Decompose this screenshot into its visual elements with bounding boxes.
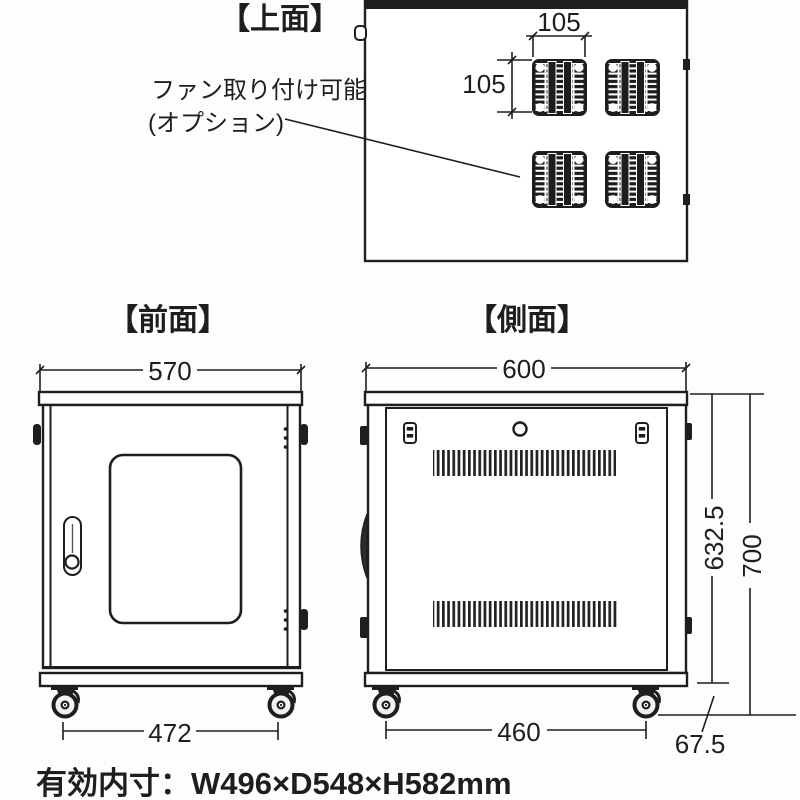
dimension-side-heights: 632.5 700 67.5	[658, 393, 796, 759]
side-clip-left	[403, 422, 417, 444]
top-view-title: 【上面】	[220, 3, 340, 36]
side-door-handle-bulge	[360, 513, 368, 579]
dimension-front-caster-span: 472	[62, 718, 279, 748]
fan-mount-grid	[604, 58, 661, 117]
front-handle-lock	[64, 554, 80, 570]
fan-note-line2: (オプション)	[148, 110, 284, 137]
dimension-fan-pitch-x: 105	[526, 7, 592, 57]
top-view-latch-mark	[683, 194, 690, 205]
top-view-outline	[363, 0, 689, 263]
vent-strip-upper	[433, 450, 616, 476]
dim-label-472: 472	[148, 718, 191, 748]
dimension-fan-pitch-y: 105	[462, 52, 532, 119]
front-door-window	[108, 453, 243, 625]
dim-label-632-5: 632.5	[699, 505, 729, 570]
dim-label-570: 570	[148, 356, 191, 386]
top-view: 【上面】 105 105 ファン取り付け可能	[148, 0, 690, 263]
side-top-panel	[363, 390, 689, 407]
side-base-frame	[363, 671, 689, 688]
dimension-side-depth: 600	[361, 354, 691, 392]
top-view-hinge-hook	[354, 25, 367, 41]
side-door-hinge-bottom	[360, 617, 368, 638]
fan-mount-grid	[604, 150, 661, 209]
fan-note-line1: ファン取り付け可能	[151, 77, 367, 104]
dim-label-460: 460	[497, 717, 540, 747]
top-view-front-edge	[365, 0, 687, 9]
front-top-panel	[37, 390, 304, 407]
front-view: 【前面】 570	[33, 304, 308, 748]
side-door-hinge-top	[360, 426, 368, 445]
caster-height-leader	[701, 695, 715, 733]
front-right-hinge-bottom	[300, 609, 308, 630]
front-view-title: 【前面】	[108, 304, 228, 337]
side-rear-latch-top	[685, 423, 692, 440]
side-clip-right	[635, 422, 649, 444]
front-base-frame	[38, 671, 304, 688]
side-view-title: 【側面】	[467, 304, 587, 337]
front-door-handle	[63, 516, 82, 576]
top-view-latch-mark	[683, 59, 690, 70]
effective-inner-dimensions-note: 有効内寸：W496×D548×H582mm	[36, 766, 512, 800]
side-view: 【側面】 600	[360, 304, 796, 759]
dimension-front-width: 570	[35, 356, 306, 392]
side-panel	[385, 407, 668, 671]
caster-icon	[49, 683, 81, 719]
front-left-hinge	[33, 424, 41, 445]
caster-icon	[265, 683, 297, 719]
side-rear-latch-bottom	[685, 617, 692, 634]
fan-option-note: ファン取り付け可能 (オプション)	[148, 77, 521, 178]
dim-label-700: 700	[737, 534, 767, 577]
fan-mount-grid	[531, 58, 588, 117]
front-right-hinge-top	[300, 424, 308, 445]
caster-icon	[370, 683, 402, 719]
side-mount-hole	[512, 421, 528, 437]
fan-mount-grid	[531, 150, 588, 209]
dim-label-105-y: 105	[462, 69, 505, 99]
caster-icon	[630, 683, 662, 719]
dimension-side-caster-span: 460	[385, 717, 647, 747]
front-hinge-screws	[283, 427, 288, 631]
dim-label-105-x: 105	[537, 7, 580, 37]
dim-label-67-5: 67.5	[675, 729, 726, 759]
vent-strip-lower	[433, 601, 617, 627]
dim-label-600: 600	[502, 354, 545, 384]
fan-note-leader-line	[284, 118, 521, 178]
